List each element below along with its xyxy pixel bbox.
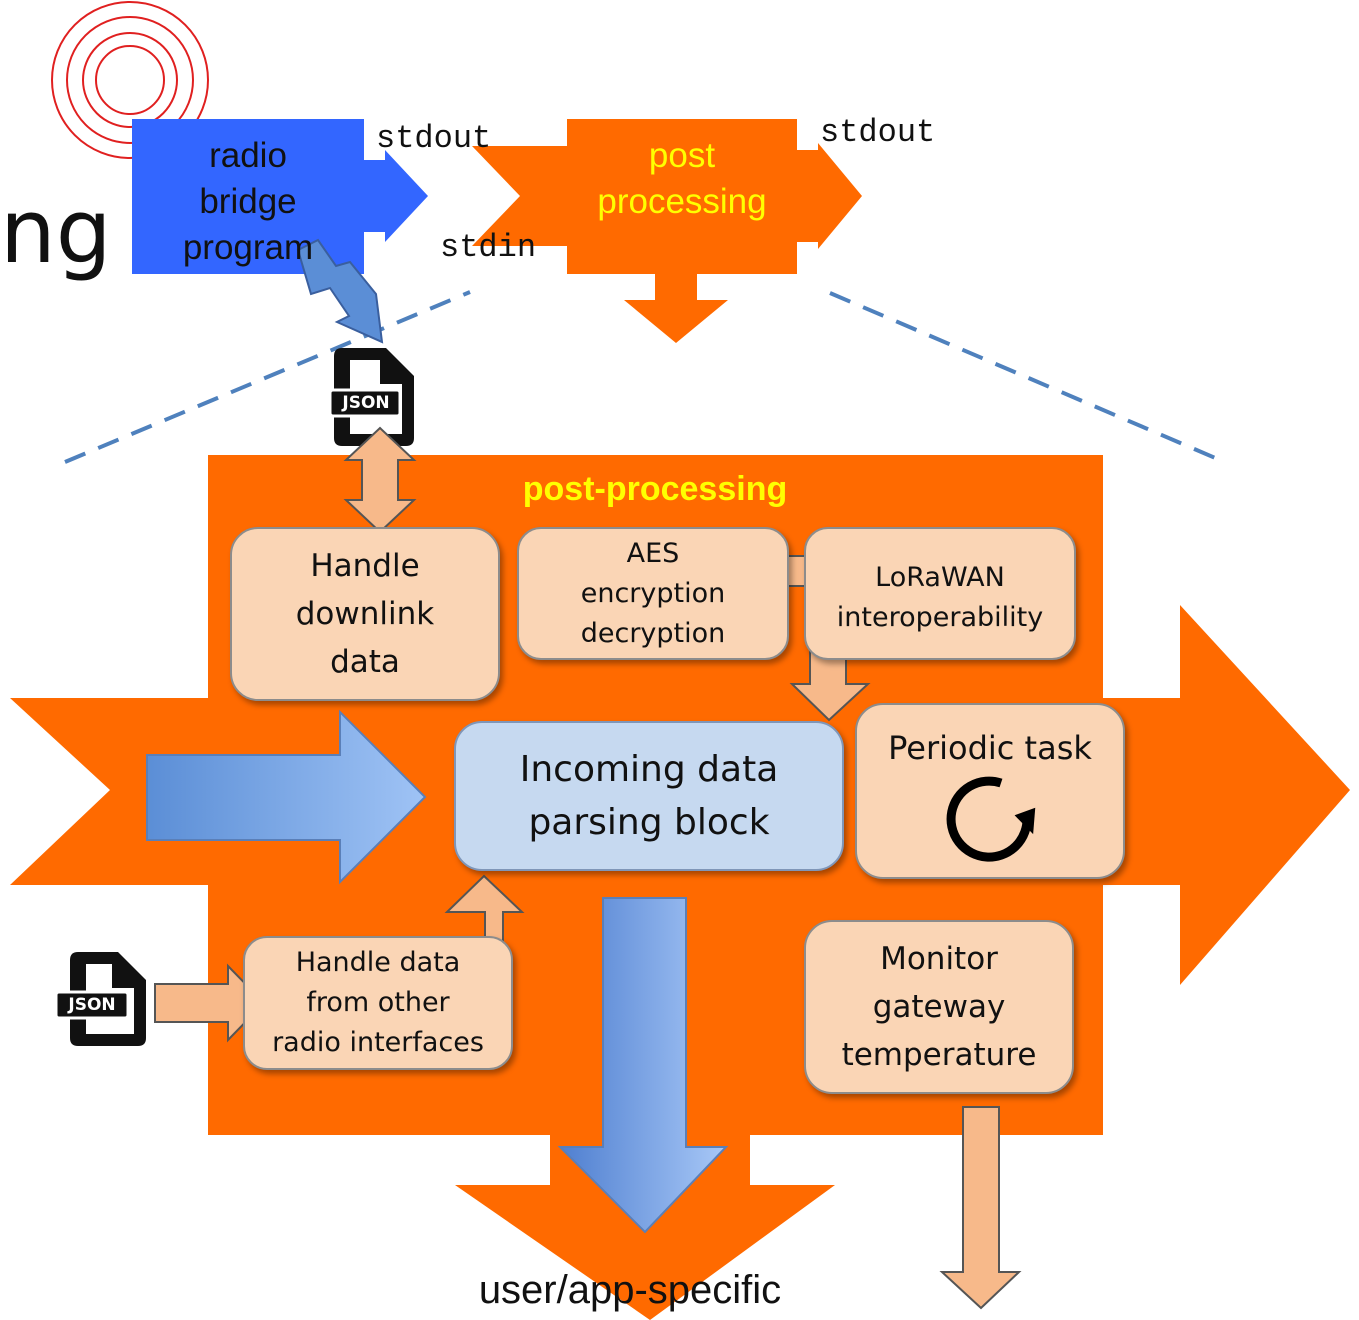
post-processing-line: post — [648, 136, 716, 175]
box-line: interoperability — [836, 601, 1044, 633]
box-line: radio interfaces — [272, 1027, 484, 1058]
dashed-line-right — [829, 291, 1221, 462]
box-line: parsing block — [528, 802, 770, 843]
json-label-top: JSON — [342, 393, 390, 413]
box-line: Incoming data — [519, 749, 779, 790]
radio-bridge-label: radio bridge program — [132, 133, 364, 271]
post-processing-line: processing — [597, 182, 767, 221]
heading-fragment: ng — [0, 180, 112, 283]
radio-bridge-line: bridge — [199, 182, 297, 221]
json-label-bottom: JSON — [68, 995, 116, 1015]
box-line: Handle — [310, 548, 420, 584]
box-line: gateway — [872, 989, 1006, 1025]
handle-downlink-box: Handle downlink data — [230, 527, 500, 701]
radio-bridge-line: program — [182, 228, 314, 267]
radio-bridge-line: radio — [209, 136, 287, 175]
output-label: user/app-specific — [478, 1268, 782, 1312]
stdin-label: stdin — [440, 229, 537, 266]
box-line: Monitor — [880, 941, 998, 977]
periodic-task-box: Periodic task — [855, 703, 1125, 879]
box-line: LoRaWAN — [875, 561, 1005, 593]
bidirectional-arrow-top — [296, 238, 384, 344]
box-line: from other — [306, 987, 450, 1018]
output-blue-arrow — [557, 897, 729, 1234]
box-line: temperature — [841, 1037, 1037, 1073]
box-line: Handle data — [295, 947, 461, 978]
box-line: encryption — [580, 577, 726, 609]
incoming-parsing-box: Incoming data parsing block — [454, 721, 844, 871]
post-processing-top — [472, 119, 862, 274]
monitor-temperature-box: Monitor gateway temperature — [804, 920, 1074, 1094]
box-line: downlink — [295, 596, 435, 632]
box-line: decryption — [580, 617, 726, 649]
json-file-icon — [54, 952, 146, 1046]
monitor-down-arrow — [939, 1106, 1022, 1310]
other-radio-box: Handle data from other radio interfaces — [243, 936, 513, 1070]
stdout-left-label: stdout — [376, 120, 492, 157]
radio-bridge-arrow — [364, 150, 428, 242]
post-processing-down-arrow — [624, 274, 728, 343]
post-processing-label: post processing — [567, 133, 797, 225]
radio-bridge-box — [132, 119, 364, 274]
main-block-title: post-processing — [522, 470, 788, 508]
other-radio-up-arrow — [444, 874, 525, 947]
dashed-line-left — [64, 290, 471, 464]
input-blue-arrow — [146, 709, 427, 885]
lorawan-box: LoRaWAN interoperability — [804, 527, 1076, 660]
aes-box: AES encryption decryption — [517, 527, 789, 660]
radio-waves-icon — [51, 1, 209, 159]
refresh-icon — [946, 776, 1036, 862]
box-line: data — [330, 644, 400, 680]
json-file-icon — [328, 348, 414, 446]
box-line: Periodic task — [888, 729, 1092, 767]
box-line: AES — [626, 537, 680, 569]
stdout-right-label: stdout — [820, 114, 936, 151]
